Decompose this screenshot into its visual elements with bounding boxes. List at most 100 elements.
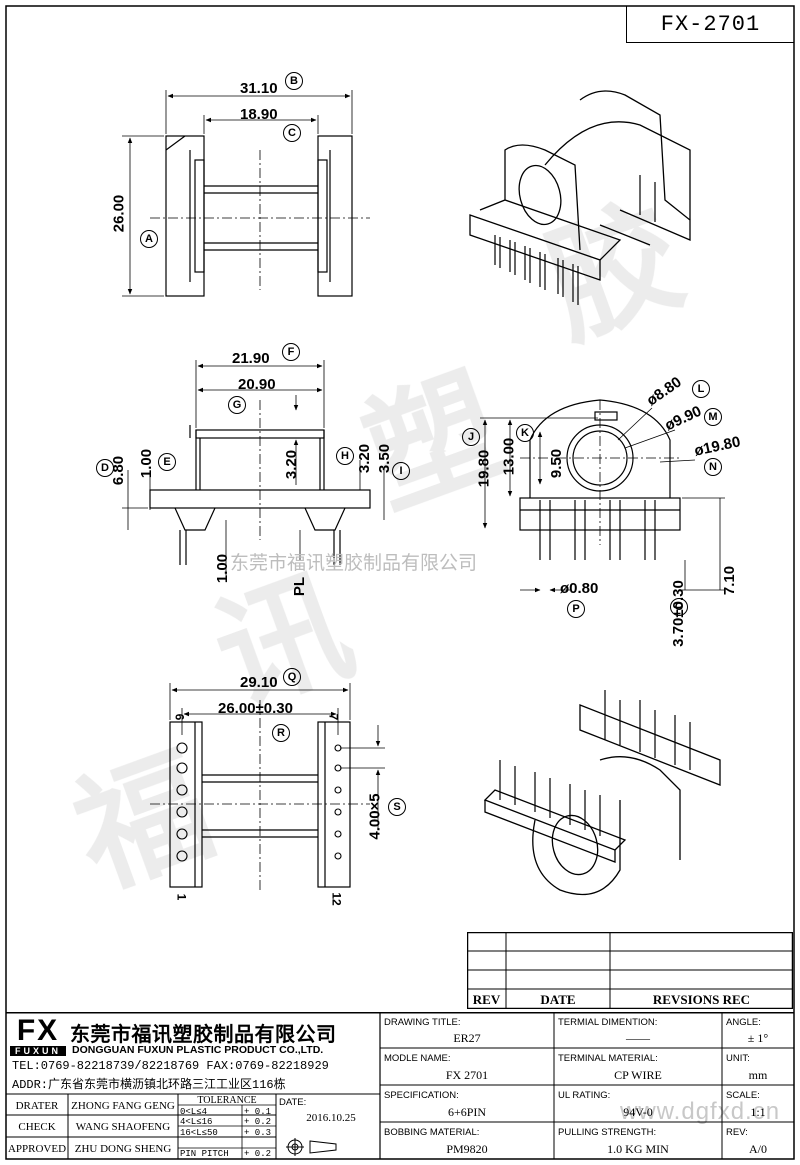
pins-top [494, 175, 656, 305]
terminal-dimension-value: —— [626, 1031, 650, 1045]
dim-h: 3.20 [356, 443, 374, 474]
dim-p: ø0.80 [560, 580, 599, 597]
pulling-strength-label: PULLING STRENGTH: [558, 1127, 657, 1138]
revision-table: REV DATE REVSIONS REC [467, 932, 793, 1009]
svg-text:胶: 胶 [527, 181, 699, 363]
callout-d: D [96, 459, 114, 477]
pins-bottom-3d [499, 690, 691, 836]
company-name-cn: 东莞市福讯塑胶制品有限公司 [70, 1022, 337, 1046]
callout-i: I [392, 462, 410, 480]
pin-circles [176, 742, 342, 862]
check-label: CHECK [18, 1121, 56, 1133]
approved-value: ZHU DONG SHENG [74, 1143, 172, 1155]
part-number: FX-2701 [660, 11, 761, 37]
tol-range-2: 16<L≤50 [180, 1128, 218, 1138]
dim-center: 3.20 [283, 449, 301, 480]
dim-j: 19.80 [475, 449, 493, 488]
projection-symbol-icon [286, 1138, 337, 1156]
bottom-view [150, 683, 385, 890]
part-number-box: FX-2701 [626, 6, 794, 43]
callout-e: E [158, 453, 176, 471]
callout-g: G [228, 396, 246, 414]
side-view [480, 399, 725, 593]
dim-k: 13.00 [500, 437, 518, 476]
callout-h: H [336, 447, 354, 465]
ul-rating-label: UL RATING: [558, 1090, 611, 1101]
svg-text:塑: 塑 [347, 351, 519, 533]
dim-e: 1.00 [138, 448, 156, 479]
page-border [5, 5, 795, 1160]
model-name-label: MODLE NAME: [384, 1053, 451, 1064]
dim-inner: 9.50 [548, 448, 566, 479]
callout-l: L [692, 380, 710, 398]
scale-value: 1:1 [750, 1105, 766, 1119]
unit-label: UNIT: [726, 1053, 750, 1064]
bobbing-material-value: PM9820 [446, 1142, 488, 1156]
logo-sub: FUXUN [10, 1046, 66, 1056]
callout-j: J [462, 428, 480, 446]
dim-bottom: 1.00 [214, 553, 232, 584]
callout-f: F [282, 343, 300, 361]
title-block: FX FUXUN 东莞市福讯塑胶制品有限公司 DONGGUAN FUXUN PL… [6, 1012, 794, 1159]
callout-c: C [283, 124, 301, 142]
dim-pl: PL [291, 576, 309, 597]
svg-text:福: 福 [56, 731, 229, 913]
rev-header-date: DATE [540, 992, 576, 1007]
dim-f: 21.90 [232, 350, 270, 367]
dim-r: 26.00±0.30 [218, 700, 293, 717]
rev-header-rev: REV [472, 992, 501, 1007]
company-name-en: DONGGUAN FUXUN PLASTIC PRODUCT CO.,LTD. [72, 1044, 324, 1056]
specification-label: SPECIFICATION: [384, 1090, 459, 1101]
company-addr: ADDR:广东省东莞市横沥镇北环路三江工业区116栋 [12, 1078, 286, 1092]
watermark-url: www.dgfxd.cn [620, 1098, 781, 1125]
revision-grid [467, 932, 793, 1009]
dim-g: 20.90 [238, 376, 276, 393]
angle-value: ± 1° [747, 1031, 769, 1045]
drawing-title-value: ER27 [453, 1031, 481, 1045]
callout-r: R [272, 724, 290, 742]
dim-i: 3.50 [376, 443, 394, 474]
callout-m: M [704, 408, 722, 426]
check-value: WANG SHAOFENG [75, 1121, 171, 1133]
date-value: 2016.10.25 [306, 1112, 356, 1124]
scale-label: SCALE: [726, 1090, 760, 1101]
dim-q: 29.10 [240, 674, 278, 691]
pin-label-12: 12 [329, 892, 344, 906]
isometric-view-top [469, 90, 691, 305]
terminal-material-label: TERMINAL MATERIAL: [558, 1053, 658, 1064]
callout-n: N [704, 458, 722, 476]
rev-label: REV: [726, 1127, 748, 1138]
company-logo: FX FUXUN [10, 1014, 66, 1056]
terminal-dimension-label: TERMIAL DIMENTION: [558, 1017, 658, 1028]
front-view [122, 360, 385, 575]
tol-range-3: PIN PITCH [180, 1149, 229, 1159]
tol-value-3: + 0.2 [244, 1149, 272, 1159]
rev-value: A/0 [749, 1142, 767, 1156]
logo-text: FX [16, 1014, 60, 1047]
watermark-company: 东莞市福讯塑胶制品有限公司 [230, 552, 478, 574]
callout-b: B [285, 72, 303, 90]
dim-710: 7.10 [721, 565, 739, 596]
drater-label: DRATER [15, 1100, 59, 1112]
pin-label-1: 1 [174, 893, 189, 901]
tol-value-1: + 0.2 [244, 1117, 272, 1127]
specification-value: 6+6PIN [447, 1105, 487, 1119]
bobbing-material-label: BOBBING MATERIAL: [384, 1127, 480, 1138]
pins-side [539, 500, 656, 560]
tol-value-2: + 0.3 [244, 1128, 272, 1138]
pin-label-6: 6 [172, 713, 187, 721]
ul-rating-value: 94V-0 [623, 1105, 653, 1119]
model-name-value: FX 2701 [445, 1068, 489, 1082]
dim-a: 26.00 [110, 194, 128, 233]
dim-s: 4.00×5 [366, 793, 384, 840]
tolerance-label: TOLERANCE [197, 1095, 257, 1106]
rev-header-rec: REVSIONS REC [652, 992, 751, 1007]
callout-o: O [670, 598, 688, 616]
angle-label: ANGLE: [726, 1017, 761, 1028]
company-tel: TEL:0769-82218739/82218769 FAX:0769-8221… [12, 1059, 329, 1073]
dim-c: 18.90 [240, 106, 278, 123]
drawing-title-label: DRAWING TITLE: [384, 1017, 461, 1028]
isometric-view-bottom [483, 690, 721, 896]
date-label: DATE: [279, 1097, 307, 1108]
